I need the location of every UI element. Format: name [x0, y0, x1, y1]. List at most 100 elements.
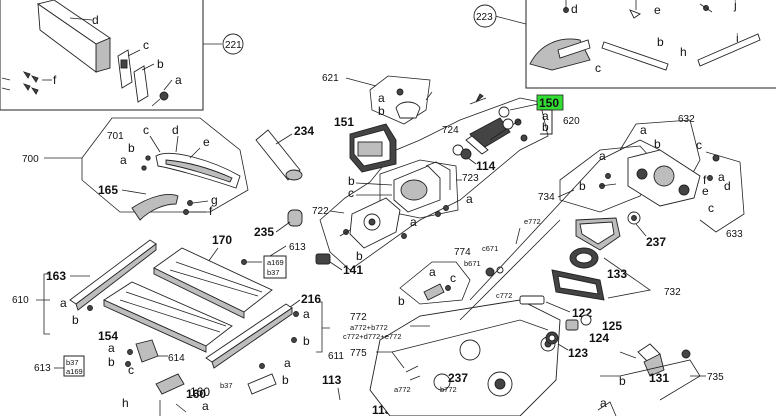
inset-221: d c b a f 221	[0, 0, 244, 111]
letter-b-632: b	[654, 137, 661, 151]
code-c772: c772	[496, 291, 512, 300]
group-735: 131 735 a b	[597, 343, 724, 416]
part-151: 151	[334, 115, 354, 129]
code-b772: b772	[440, 385, 457, 394]
letter-b-700: b	[128, 141, 135, 155]
group-621: 621 a b	[322, 73, 433, 125]
part-163: 163	[46, 269, 66, 283]
code-c772-d772-e772: c772+d772+e772	[343, 332, 401, 341]
part-170: 170	[212, 233, 232, 247]
letter-c-223: c	[595, 61, 601, 75]
letter-d-633: d	[724, 179, 731, 193]
letter-d-700: d	[172, 123, 179, 137]
part-611: 611	[328, 351, 344, 362]
letter-b-223: b	[657, 35, 664, 49]
part-237-top-group: 237	[627, 211, 666, 249]
part-141: 141	[343, 263, 363, 277]
group-772-775: 772 a772+b772 c772+d772+e772 775	[343, 312, 430, 369]
part-160-label: 160	[186, 387, 206, 401]
group-160: c h 160 a b37 160	[122, 363, 233, 416]
letter-a-621: a	[378, 91, 385, 105]
letter-a-735: a	[600, 396, 607, 410]
letter-a-611: a	[303, 307, 310, 321]
part-732: 732	[664, 287, 681, 298]
inset-223: 223 d e j c b i h	[473, 0, 776, 89]
part-621: 621	[322, 73, 339, 84]
letter-i: i	[736, 31, 739, 45]
letter-b: b	[157, 57, 164, 71]
group-614: 154 614 a b	[98, 329, 185, 369]
letter-c: c	[143, 38, 149, 52]
callout-223-circle	[473, 4, 497, 28]
part-610: 610	[12, 295, 29, 306]
letter-b-723: b	[348, 174, 355, 188]
letter-a-734: a	[599, 149, 606, 163]
part-632: 632	[678, 114, 695, 125]
letter-j: j	[733, 0, 737, 12]
frame-lines	[459, 139, 661, 321]
letter-f-700: f	[209, 204, 213, 218]
part-723: 723	[462, 173, 479, 184]
part-724-group: 724	[442, 117, 528, 156]
letter-a-632: a	[640, 123, 647, 137]
part-123: 123	[568, 346, 588, 360]
part-722: 722	[312, 206, 329, 217]
letter-d: d	[92, 13, 99, 27]
letter-b-734: b	[579, 179, 586, 193]
letter-a: a	[175, 73, 182, 87]
letter-g: g	[211, 193, 218, 207]
main-housing: a772 b772 237	[369, 299, 561, 416]
letter-b-774: b	[398, 294, 405, 308]
part-724: 724	[442, 125, 459, 136]
letter-e-223: e	[654, 3, 661, 17]
part-701: 701	[107, 131, 124, 142]
code-a169-bottom: a169	[66, 367, 83, 376]
part-234-group: 234 235	[254, 124, 314, 239]
code-c671: c671	[482, 244, 498, 253]
letter-a-700: a	[120, 153, 127, 167]
part-170-group: 170	[103, 233, 273, 353]
code-b37: b37	[267, 268, 280, 277]
part-620: 620	[563, 116, 580, 127]
group-12x: 122 125 124 123	[519, 295, 622, 360]
part-772: 772	[350, 312, 367, 323]
callout-221: 221	[225, 40, 242, 51]
part-165: 165	[98, 183, 118, 197]
part-613-top: 613	[289, 242, 306, 253]
code-a169: a169	[267, 258, 284, 267]
group-lower-mid: a b 113 113	[247, 356, 392, 416]
part-160: 160	[190, 385, 210, 399]
letter-h-160: h	[122, 396, 129, 410]
letter-c-633: c	[708, 201, 714, 215]
letter-c-774: c	[450, 271, 456, 285]
letter-b-621: b	[378, 104, 385, 118]
letter-b-611: b	[303, 334, 310, 348]
part-154: 154	[98, 329, 118, 343]
group-700: 700 701 c d e b a 165 g f	[22, 117, 249, 221]
letter-a-lm: a	[284, 356, 291, 370]
part-613-bottom: 613	[34, 363, 51, 374]
letter-a-723: a	[466, 192, 473, 206]
letter-c-160: c	[128, 363, 134, 377]
letter-f: f	[53, 73, 57, 87]
part-774: 774	[454, 247, 471, 258]
group-732: 133 732	[551, 217, 681, 301]
part-133: 133	[607, 267, 627, 281]
letter-c-632: c	[696, 138, 702, 152]
part-614: 614	[168, 353, 185, 364]
group-632-633: 632 a b c 633 a d e c f	[619, 114, 745, 240]
part-114-group: 114	[460, 148, 496, 173]
letter-a-160: a	[202, 399, 209, 413]
letter-a-774: a	[429, 265, 436, 279]
part-734: 734	[538, 192, 555, 203]
part-151-group: 151	[334, 115, 397, 173]
code-a772: a772	[394, 385, 411, 394]
group-610: 163 610 a b	[12, 239, 157, 335]
letter-c-700: c	[143, 123, 149, 137]
letter-a-614: a	[108, 341, 115, 355]
code-b37-bottom: b37	[66, 358, 79, 367]
letter-e-633: e	[702, 184, 709, 198]
part-234: 234	[294, 124, 314, 138]
